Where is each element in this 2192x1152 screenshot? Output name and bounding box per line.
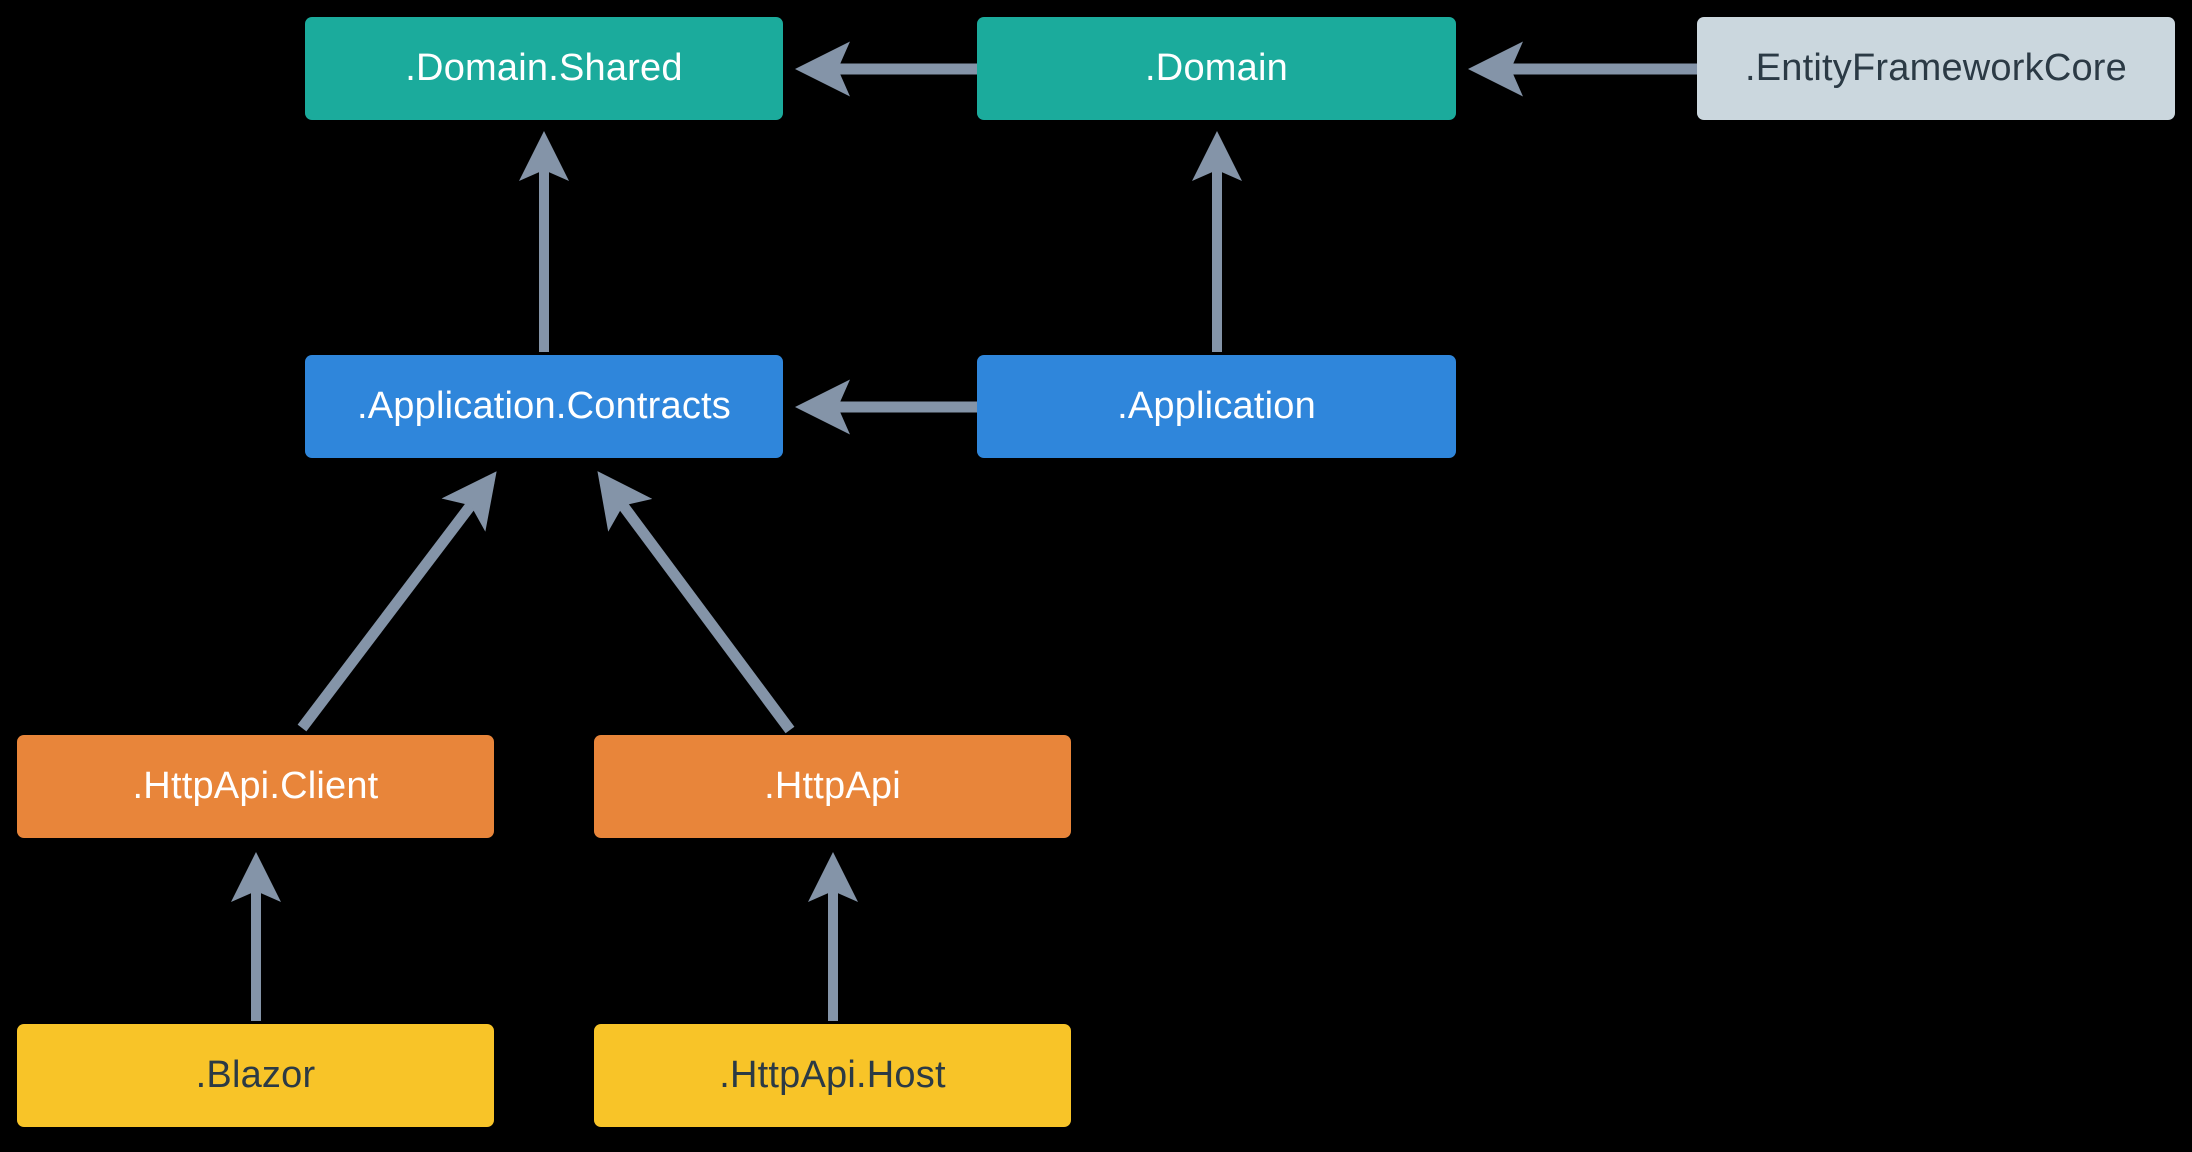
node-blazor[interactable]: .Blazor bbox=[17, 1024, 494, 1127]
node-application-contracts[interactable]: .Application.Contracts bbox=[305, 355, 783, 458]
edge-httpapi-client-to-application-contracts bbox=[297, 471, 497, 732]
node-domain-shared[interactable]: .Domain.Shared bbox=[305, 17, 783, 120]
node-domain[interactable]: .Domain bbox=[977, 17, 1456, 120]
node-httpapi[interactable]: .HttpApi bbox=[594, 735, 1071, 838]
edge-httpapi-to-application-contracts bbox=[597, 471, 795, 734]
node-entityframeworkcore[interactable]: .EntityFrameworkCore bbox=[1697, 17, 2175, 120]
node-application[interactable]: .Application bbox=[977, 355, 1456, 458]
node-httpapi-client[interactable]: .HttpApi.Client bbox=[17, 735, 494, 838]
node-httpapi-host[interactable]: .HttpApi.Host bbox=[594, 1024, 1071, 1127]
